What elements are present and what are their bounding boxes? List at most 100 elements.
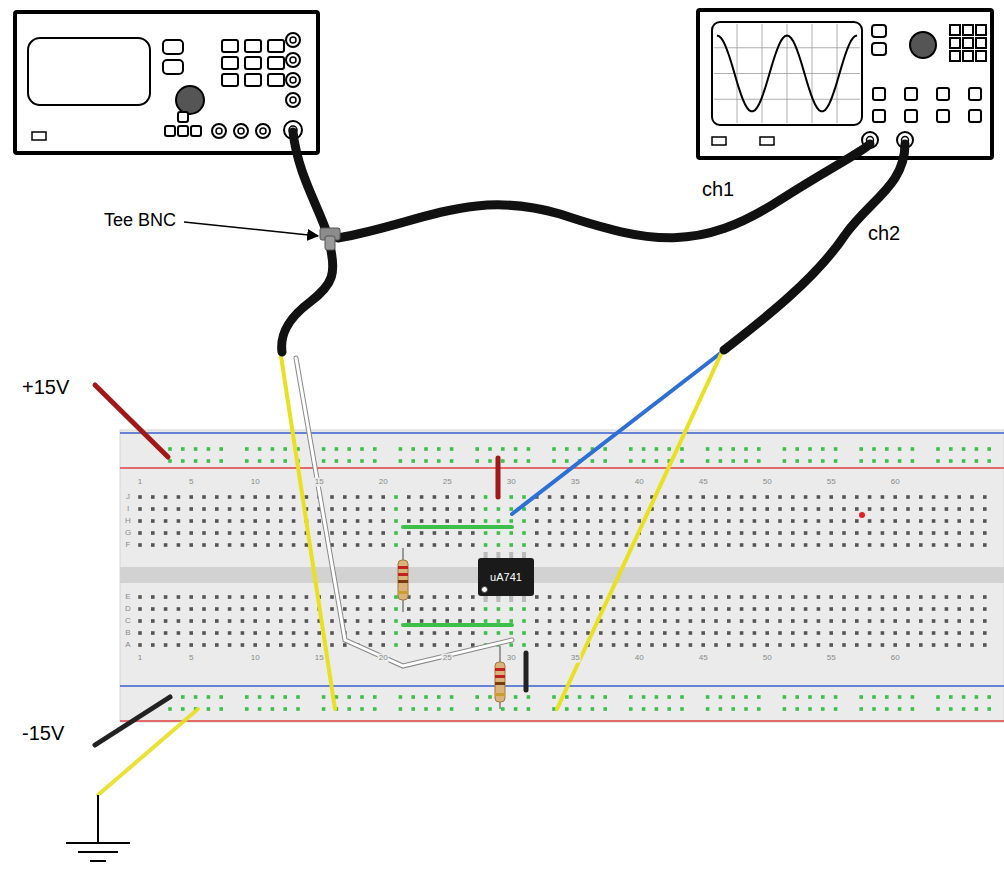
breadboard-holes (855, 643, 859, 647)
breadboard-holes (868, 619, 872, 623)
breadboard-holes (356, 531, 360, 535)
breadboard-holes (817, 507, 821, 511)
jumper-wires (557, 352, 722, 709)
breadboard-holes (164, 507, 168, 511)
breadboard-holes (778, 595, 782, 599)
breadboard-holes (881, 643, 885, 647)
row-letter: I (126, 505, 130, 514)
breadboard-holes (509, 631, 513, 635)
breadboard-holes (253, 643, 257, 647)
breadboard-holes (753, 507, 757, 511)
breadboard-holes (407, 531, 411, 535)
breadboard-holes (603, 459, 607, 463)
breadboard-holes (898, 459, 902, 463)
breadboard-holes (663, 643, 667, 647)
breadboard-holes (727, 631, 731, 635)
column-number: 1 (137, 654, 143, 663)
breadboard-holes (373, 459, 377, 463)
breadboard-holes (245, 447, 249, 451)
breadboard-holes (637, 543, 641, 547)
breadboard-holes (906, 531, 910, 535)
breadboard-holes (612, 643, 616, 647)
breadboard-holes (893, 531, 897, 535)
breadboard-holes (535, 507, 539, 511)
breadboard-holes (829, 595, 833, 599)
breadboard-holes (151, 619, 155, 623)
breadboard-holes (138, 531, 142, 535)
breadboard-holes (919, 531, 923, 535)
breadboard-holes (215, 631, 219, 635)
jumper-wires (512, 352, 722, 514)
breadboard-holes (228, 619, 232, 623)
breadboard-holes (181, 447, 185, 451)
breadboard-holes (970, 507, 974, 511)
breadboard-holes (343, 507, 347, 511)
function-generator (290, 97, 296, 103)
breadboard-holes (642, 707, 646, 711)
breadboard-holes (868, 543, 872, 547)
breadboard-holes (906, 519, 910, 523)
breadboard-holes (906, 543, 910, 547)
breadboard-holes (808, 459, 812, 463)
breadboard-holes (714, 631, 718, 635)
breadboard-holes (727, 507, 731, 511)
oscilloscope (712, 22, 862, 125)
breadboard-holes (151, 643, 155, 647)
breadboard-holes (898, 447, 902, 451)
row-letter: J (125, 493, 131, 502)
column-number: 40 (634, 478, 645, 487)
breadboard-holes (189, 495, 193, 499)
breadboard-holes (292, 495, 296, 499)
breadboard-holes (599, 495, 603, 499)
breadboard-holes (458, 607, 462, 611)
breadboard-holes (445, 507, 449, 511)
breadboard-holes (445, 595, 449, 599)
breadboard-holes (420, 531, 424, 535)
breadboard-holes (872, 447, 876, 451)
breadboard-holes (497, 619, 501, 623)
breadboard-holes (987, 695, 991, 699)
breadboard-holes (317, 531, 321, 535)
breadboard-holes (241, 595, 245, 599)
supply-label: +15V (22, 376, 69, 398)
column-number: 35 (570, 654, 581, 663)
column-number: 10 (250, 478, 261, 487)
oscilloscope (872, 25, 886, 37)
ground-symbol (90, 860, 106, 862)
breadboard (120, 567, 1004, 583)
breadboard-holes (445, 531, 449, 535)
breadboard-holes (676, 607, 680, 611)
breadboard-holes (381, 519, 385, 523)
breadboard-holes (629, 707, 633, 711)
breadboard-holes (407, 631, 411, 635)
breadboard-holes (949, 695, 953, 699)
breadboard-holes (791, 519, 795, 523)
oscilloscope (950, 51, 960, 61)
breadboard-holes (791, 543, 795, 547)
oscilloscope (698, 10, 992, 158)
breadboard-holes (253, 595, 257, 599)
breadboard-holes (983, 495, 987, 499)
breadboard-holes (369, 595, 373, 599)
row-letter: G (124, 529, 132, 538)
breadboard-holes (322, 447, 326, 451)
breadboard-holes (932, 643, 936, 647)
column-number: 45 (698, 654, 709, 663)
chip-pins (522, 596, 526, 602)
breadboard-holes (957, 519, 961, 523)
breadboard-holes (625, 607, 629, 611)
breadboard-holes (394, 507, 398, 511)
breadboard-holes (791, 643, 795, 647)
breadboard (120, 432, 1004, 434)
breadboard-holes (957, 543, 961, 547)
breadboard-holes (872, 459, 876, 463)
breadboard-holes (642, 459, 646, 463)
breadboard-holes (625, 543, 629, 547)
breadboard-holes (356, 607, 360, 611)
breadboard-holes (975, 459, 979, 463)
breadboard-holes (744, 695, 748, 699)
breadboard-holes (808, 695, 812, 699)
breadboard-holes (612, 595, 616, 599)
breadboard-holes (701, 507, 705, 511)
breadboard-holes (817, 495, 821, 499)
